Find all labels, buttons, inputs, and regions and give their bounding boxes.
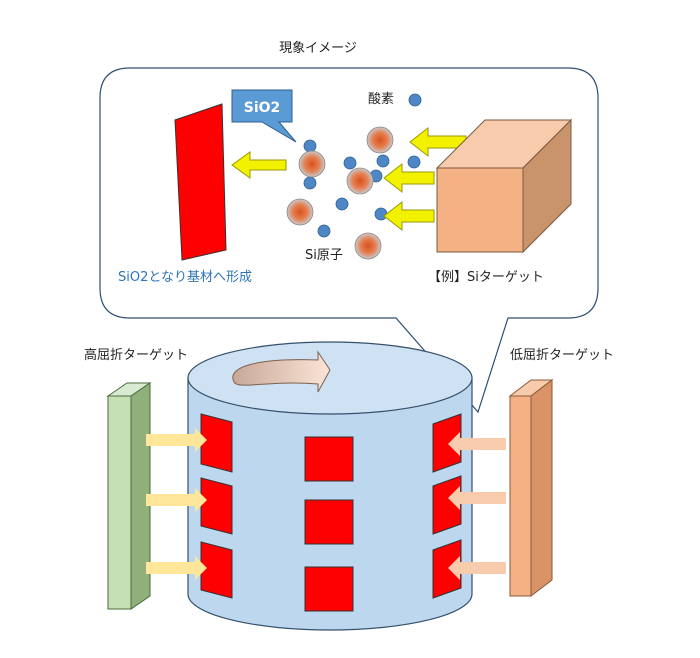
sputter-arrow [448, 486, 506, 510]
sputter-arrow [146, 488, 207, 512]
sputter-arrow [146, 556, 207, 580]
oxygen-particle [303, 176, 317, 190]
substrate-square [432, 539, 462, 599]
si-atom [346, 167, 374, 195]
oxygen-particle [303, 139, 317, 153]
sputter-arrow [448, 432, 506, 456]
high-index-target [106, 382, 152, 610]
oxygen-particle [317, 224, 331, 238]
substrate-square [304, 499, 354, 545]
si-atoms [286, 126, 394, 260]
si-atom [354, 232, 382, 260]
low-index-target [508, 378, 554, 598]
si-target-cube [435, 118, 573, 254]
substrate-square [304, 566, 354, 612]
si-atom [366, 126, 394, 154]
substrates-right [432, 413, 462, 599]
si-atom-label: Si原子 [305, 248, 343, 263]
oxygen-particle [343, 156, 357, 170]
emission-arrow [383, 162, 435, 194]
high-index-target-label: 高屈折ターゲット [84, 347, 188, 363]
si-atom [286, 198, 314, 226]
low-index-arrows [448, 432, 506, 580]
diagram-title: 現象イメージ [279, 41, 357, 56]
substrate-square [432, 413, 462, 473]
oxygen-label: 酸素 [368, 92, 394, 107]
rotation-arrow [232, 350, 331, 393]
sio2-callout-label: SiO2 [244, 100, 281, 116]
deposit-caption: SiO2となり基材へ形成 [118, 270, 252, 285]
low-index-target-label: 低屈折ターゲット [510, 348, 614, 363]
sputter-arrow [146, 428, 207, 452]
deposit-arrow [231, 151, 287, 179]
substrate-square [200, 541, 233, 599]
substrates-center [304, 436, 354, 612]
si-atom [298, 150, 326, 178]
sio2-callout [231, 89, 297, 143]
substrate-square [304, 436, 354, 482]
substrate-panel [174, 103, 227, 261]
substrates-left [200, 413, 233, 599]
substrate-square [200, 477, 233, 535]
sputter-arrow [448, 556, 506, 580]
emission-arrow [383, 200, 435, 232]
oxygen-particle [335, 197, 349, 211]
emission-arrows [383, 126, 467, 232]
substrate-square [432, 475, 462, 535]
oxygen-particle [374, 207, 388, 221]
oxygen-particle [408, 93, 422, 107]
oxygen-particle [376, 154, 390, 168]
target-example-label: 【例】Siターゲット [428, 270, 544, 285]
high-index-arrows [146, 428, 207, 580]
substrate-square [200, 413, 233, 473]
oxygen-particle [407, 155, 421, 169]
